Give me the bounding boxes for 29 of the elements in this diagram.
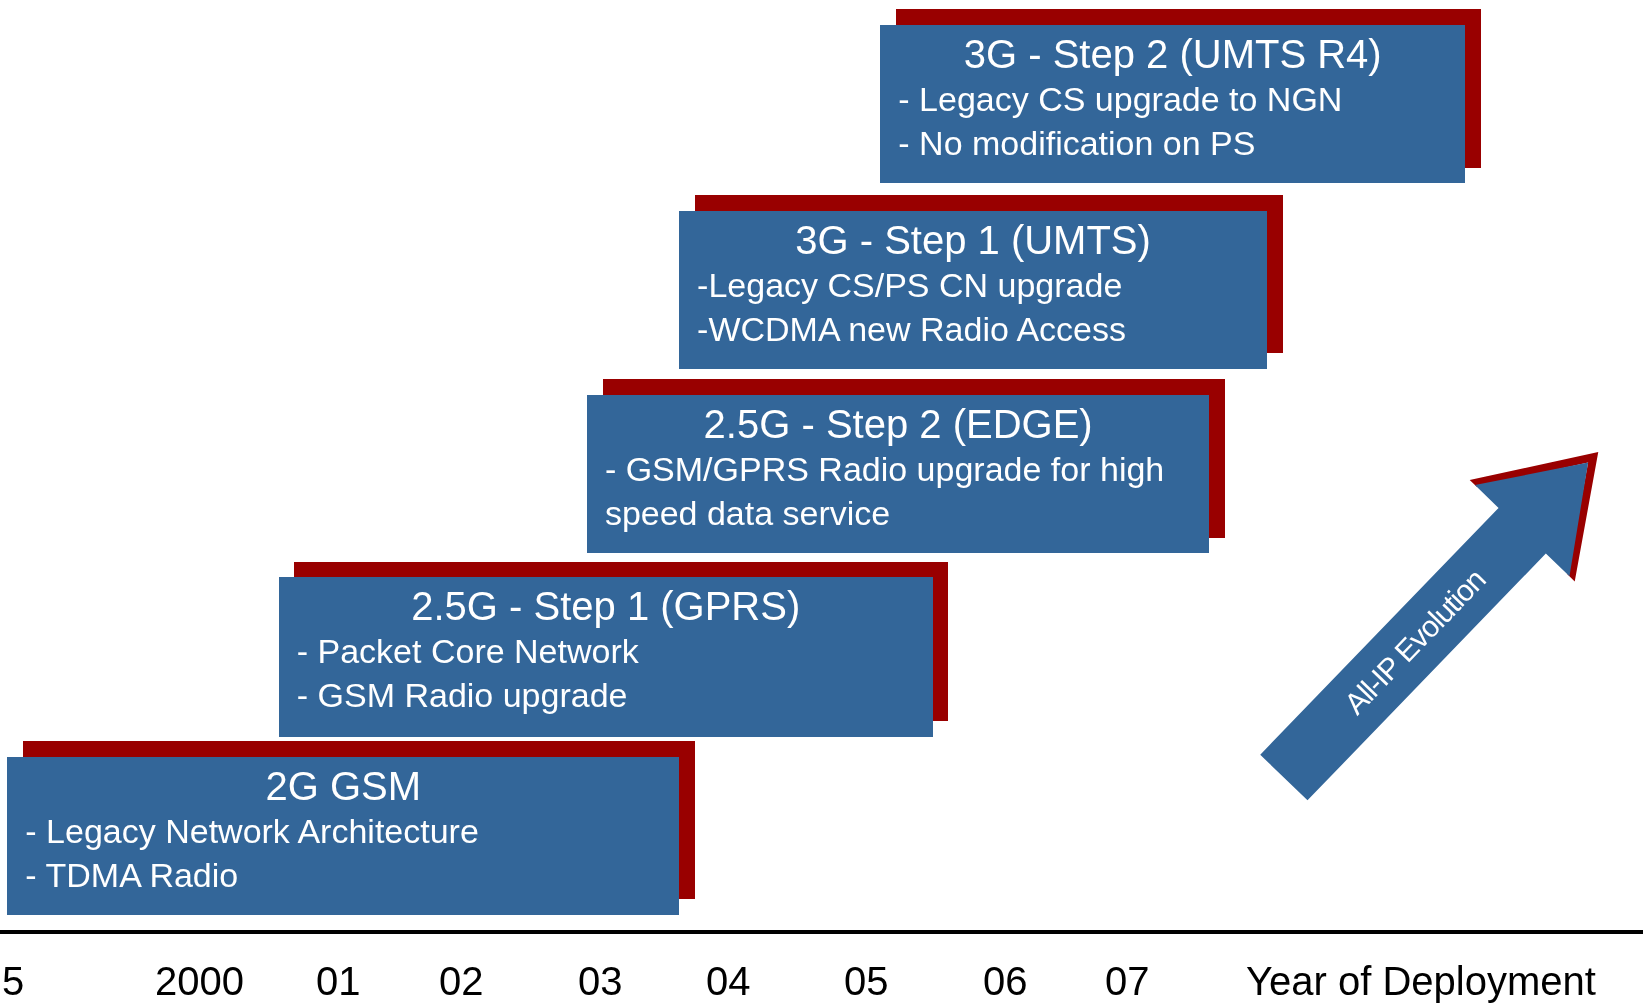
stage-box [679, 210, 1267, 369]
stage-note: - GSM Radio upgrade [296, 675, 629, 717]
stage-note: - TDMA Radio [25, 854, 240, 896]
stage-box [7, 756, 680, 915]
stage-title: 2.5G - Step 1 (GPRS) [410, 583, 802, 630]
year-label: 2000 [155, 958, 244, 1004]
stage-box [880, 25, 1466, 184]
stage-note: -Legacy CS/PS CN upgrade [697, 264, 1124, 306]
axis-title: Year of Deployment [1246, 958, 1596, 1004]
stage-note: - GSM/GPRS Radio upgrade for high speed data service [604, 449, 1166, 535]
stage-title: 2G GSM [264, 762, 422, 809]
year-label: 06 [983, 958, 1028, 1004]
year-label: 01 [316, 958, 361, 1004]
stage-title: 3G - Step 2 (UMTS R4) [962, 31, 1383, 78]
stage-note: - Legacy CS upgrade to NGN [898, 79, 1344, 121]
stage-box [586, 395, 1210, 554]
stage-title: 2.5G - Step 2 (EDGE) [702, 401, 1094, 448]
stage-note: - No modification on PS [898, 123, 1257, 165]
year-label: 02 [439, 958, 484, 1004]
stage-box [278, 577, 933, 737]
stage-note: - Legacy Network Architecture [25, 810, 480, 852]
year-label: 04 [706, 958, 751, 1004]
year-label: 07 [1105, 958, 1150, 1004]
year-label: 05 [844, 958, 889, 1004]
stage-note: -WCDMA new Radio Access [697, 308, 1127, 350]
stage-note: - Packet Core Network [296, 631, 640, 673]
year-label: 03 [578, 958, 623, 1004]
year-label: 5 [2, 958, 25, 1004]
stage-title: 3G - Step 1 (UMTS) [794, 216, 1152, 263]
